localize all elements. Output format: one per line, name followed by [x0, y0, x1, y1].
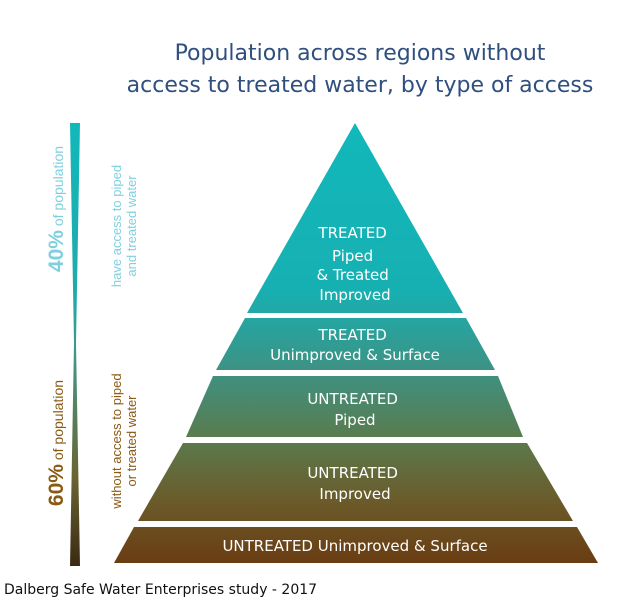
layer-2-line-1: TREATED: [317, 326, 386, 344]
layer-5-line-1: UNTREATED Unimproved & Surface: [222, 537, 487, 555]
layer-3-line-1: UNTREATED: [307, 390, 398, 408]
pyramid-layer-4: [138, 443, 573, 521]
layer-4-line-1: UNTREATED: [307, 464, 398, 482]
top-percent-suffix: of population: [50, 145, 66, 231]
pyramid-layer-2: [216, 318, 495, 370]
layer-2-line-2: Unimproved & Surface: [270, 346, 440, 364]
layer-2-label: TREATED Unimproved & Surface: [270, 326, 440, 364]
bottom-percent-suffix: of population: [50, 379, 66, 465]
top-description-line-2: and treated water: [124, 175, 139, 277]
bottom-description-line-2: or treated water: [124, 395, 139, 487]
title-line-1: Population across regions without: [174, 41, 546, 66]
title-line-2: access to treated water, by type of acce…: [126, 73, 594, 98]
bottom-description-line-1: without access to piped: [109, 373, 124, 509]
chart-title: Population across regions without access…: [100, 38, 620, 102]
layer-3-line-2: Piped: [334, 411, 375, 429]
layer-4-line-2: Improved: [319, 485, 390, 503]
layer-3-label: UNTREATED Piped: [307, 390, 402, 429]
layer-1-line-1: TREATED: [317, 224, 386, 242]
top-description: have access to piped and treated water: [109, 146, 139, 306]
layer-1-line-3: & Treated: [316, 266, 388, 284]
bottom-percent: 60%: [45, 464, 68, 507]
source-caption: Dalberg Safe Water Enterprises study - 2…: [4, 582, 318, 598]
layer-1-line-4: Improved: [319, 286, 390, 304]
population-split-bar: [70, 123, 80, 566]
layer-5-label: UNTREATED Unimproved & Surface: [222, 537, 487, 555]
top-percent-label: 40% of population: [44, 139, 70, 279]
pyramid-layer-5: [114, 527, 598, 563]
top-percent: 40%: [45, 230, 68, 273]
layer-1-label: TREATED Piped & Treated Improved: [316, 224, 393, 304]
layer-4-label: UNTREATED Improved: [307, 464, 402, 503]
top-description-line-1: have access to piped: [109, 164, 124, 288]
layer-1-line-2: Piped: [332, 247, 373, 265]
pyramid-layer-3: [186, 376, 523, 437]
bottom-percent-label: 60% of population: [44, 363, 70, 523]
bottom-description: without access to piped or treated water: [109, 351, 139, 531]
pyramid-layer-1: [247, 123, 463, 313]
